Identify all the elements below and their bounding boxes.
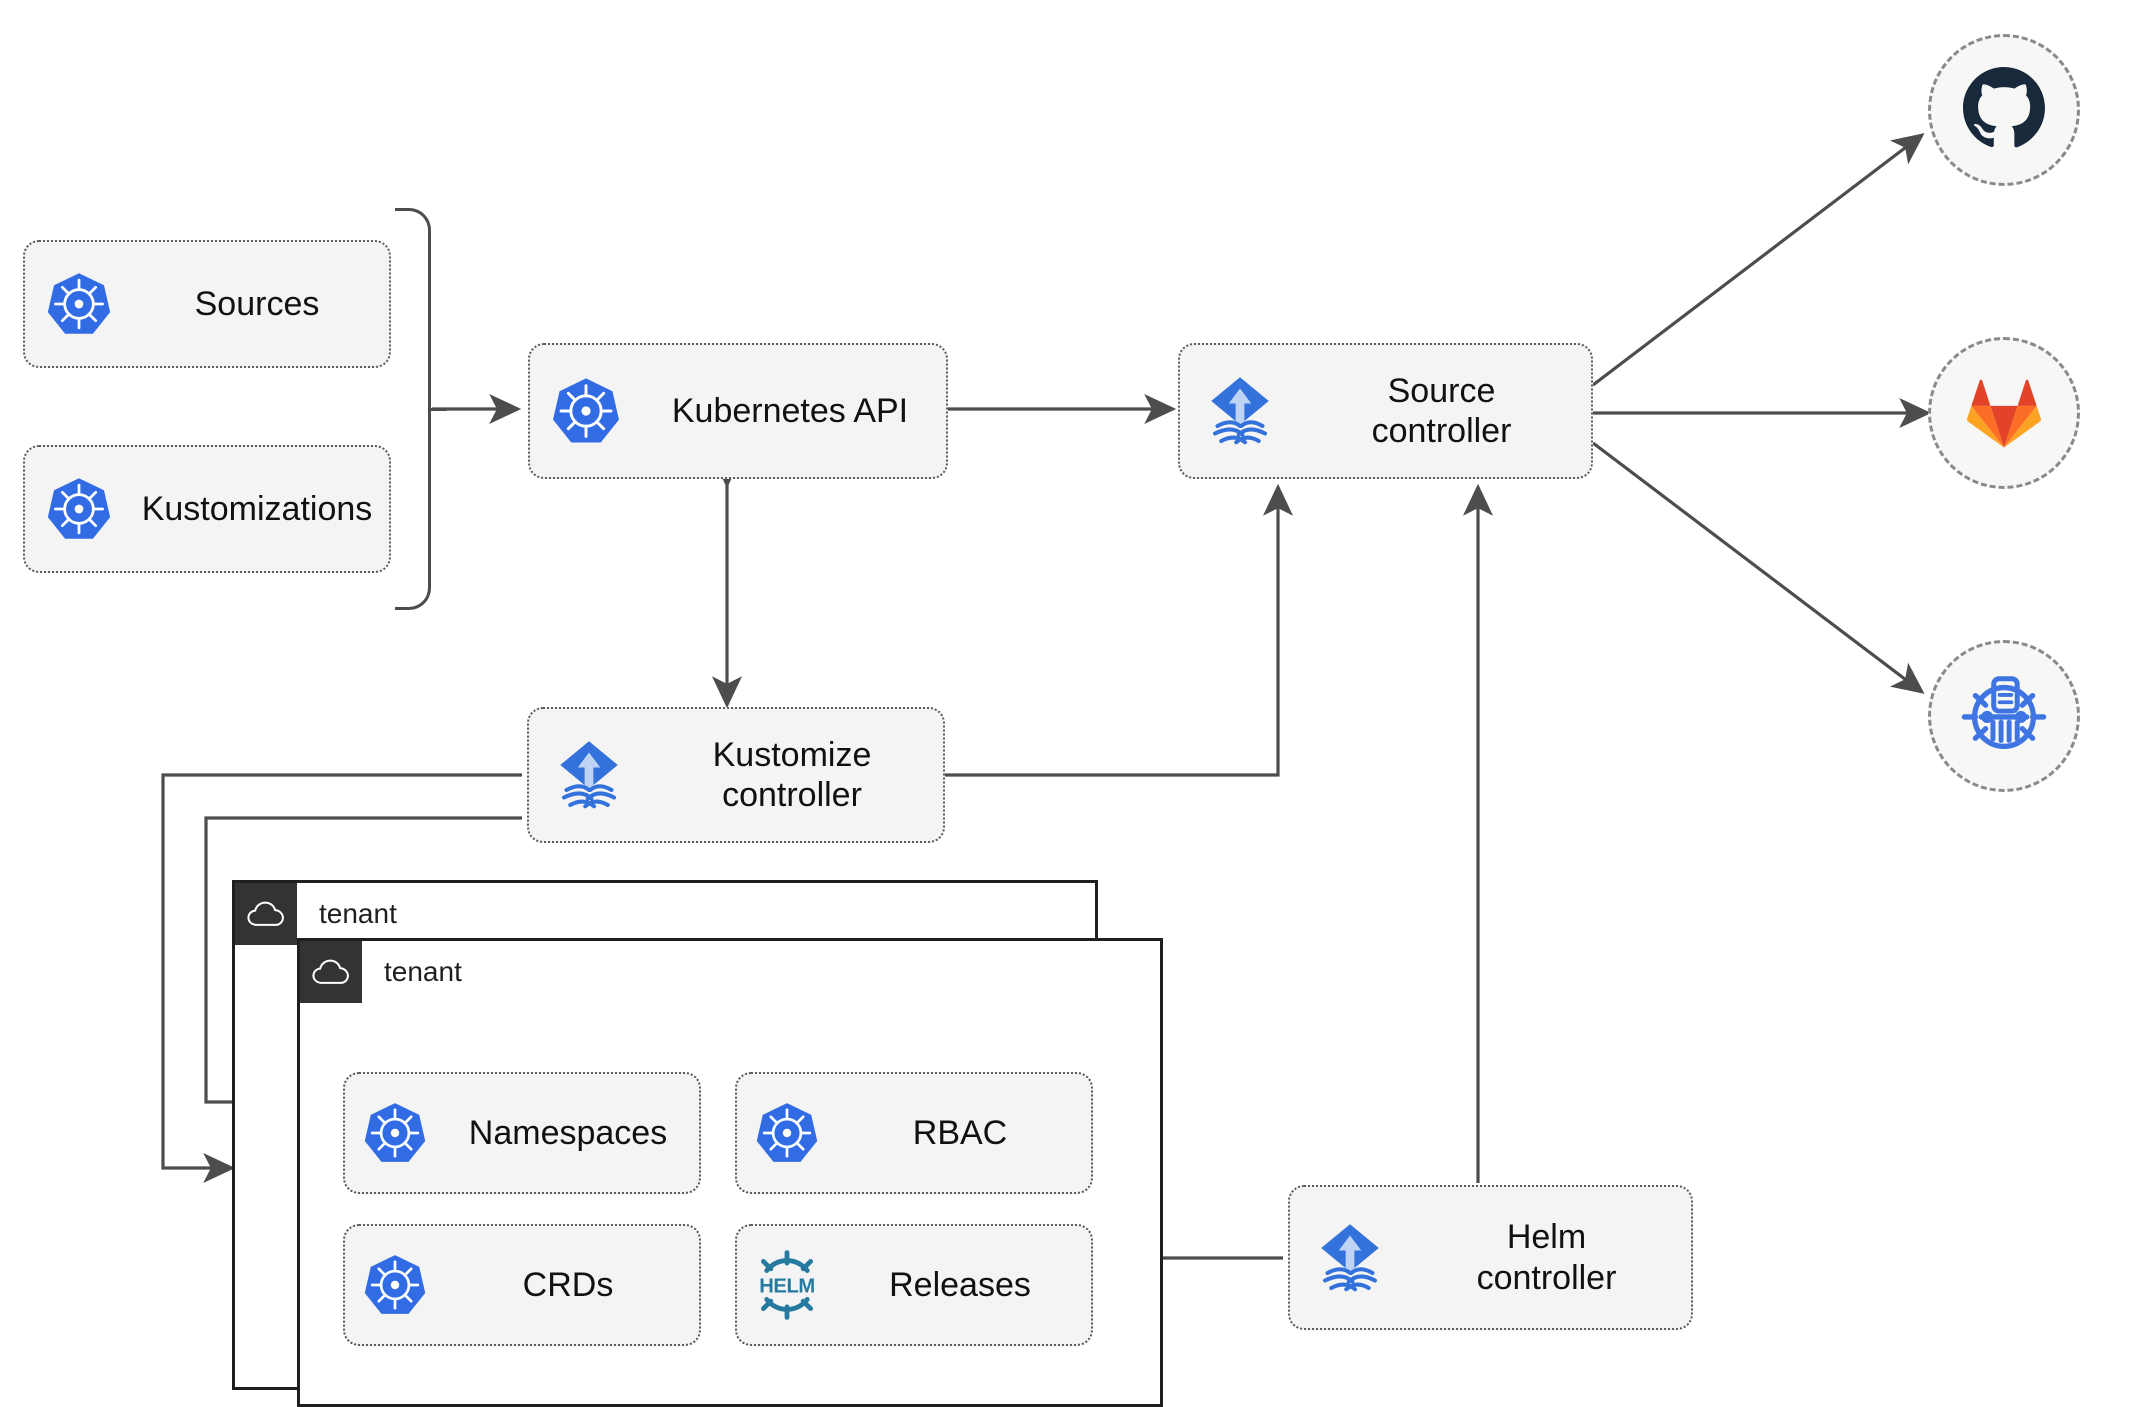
helm-icon: HELM [737, 1248, 837, 1322]
endpoint-gitlab[interactable] [1928, 337, 2080, 489]
node-kustomize-controller-label: Kustomize controller [712, 735, 872, 814]
node-releases-label: Releases [889, 1265, 1031, 1304]
helm-repository-icon [1957, 667, 2051, 766]
node-releases[interactable]: HELM Releases [735, 1224, 1093, 1346]
resources-brace [395, 208, 431, 610]
node-rbac[interactable]: RBAC [735, 1072, 1093, 1194]
node-crds[interactable]: CRDs [343, 1224, 701, 1346]
github-icon [1958, 62, 2050, 159]
node-namespaces[interactable]: Namespaces [343, 1072, 701, 1194]
tenant-inner[interactable]: tenant Namespaces [297, 938, 1163, 1407]
node-kubernetes-api[interactable]: Kubernetes API [528, 343, 948, 479]
node-helm-controller-label: Helm controller [1476, 1218, 1617, 1297]
kubernetes-icon [25, 475, 133, 543]
node-kustomizations-label: Kustomizations [141, 489, 373, 528]
flux-icon [529, 735, 649, 815]
kubernetes-icon [530, 375, 642, 447]
tenant-outer-header: tenant [235, 883, 397, 945]
node-sources-label: Sources [194, 284, 320, 323]
tenant-outer-label: tenant [319, 898, 397, 929]
node-kubernetes-api-label: Kubernetes API [671, 391, 909, 430]
node-helm-controller[interactable]: Helm controller [1288, 1185, 1693, 1330]
kubernetes-icon [737, 1100, 837, 1166]
endpoint-helm-repository[interactable] [1928, 640, 2080, 792]
node-kustomize-controller[interactable]: Kustomize controller [527, 707, 945, 843]
cloud-icon [235, 883, 297, 945]
kubernetes-icon [345, 1252, 445, 1318]
flux-icon [1290, 1218, 1410, 1298]
node-source-controller[interactable]: Source controller [1178, 343, 1593, 479]
node-sources[interactable]: Sources [23, 240, 391, 368]
tenant-inner-header: tenant [300, 941, 462, 1003]
node-source-controller-label: Source controller [1371, 371, 1512, 450]
resources-brace-tip [429, 408, 447, 411]
endpoint-github[interactable] [1928, 34, 2080, 186]
kubernetes-icon [25, 270, 133, 338]
node-rbac-label: RBAC [912, 1113, 1008, 1152]
wire-source-helm-repository [1592, 441, 1925, 694]
gitlab-icon [1961, 368, 2047, 459]
kubernetes-icon [345, 1100, 445, 1166]
tenant-inner-label: tenant [384, 956, 462, 987]
node-namespaces-label: Namespaces [468, 1113, 668, 1152]
wire-source-github [1592, 133, 1925, 387]
cloud-icon [300, 941, 362, 1003]
node-crds-label: CRDs [522, 1265, 614, 1304]
node-kustomizations[interactable]: Kustomizations [23, 445, 391, 573]
wire-kustomize-source [945, 483, 1294, 777]
svg-text:HELM: HELM [759, 1276, 814, 1298]
flux-icon [1180, 371, 1300, 451]
